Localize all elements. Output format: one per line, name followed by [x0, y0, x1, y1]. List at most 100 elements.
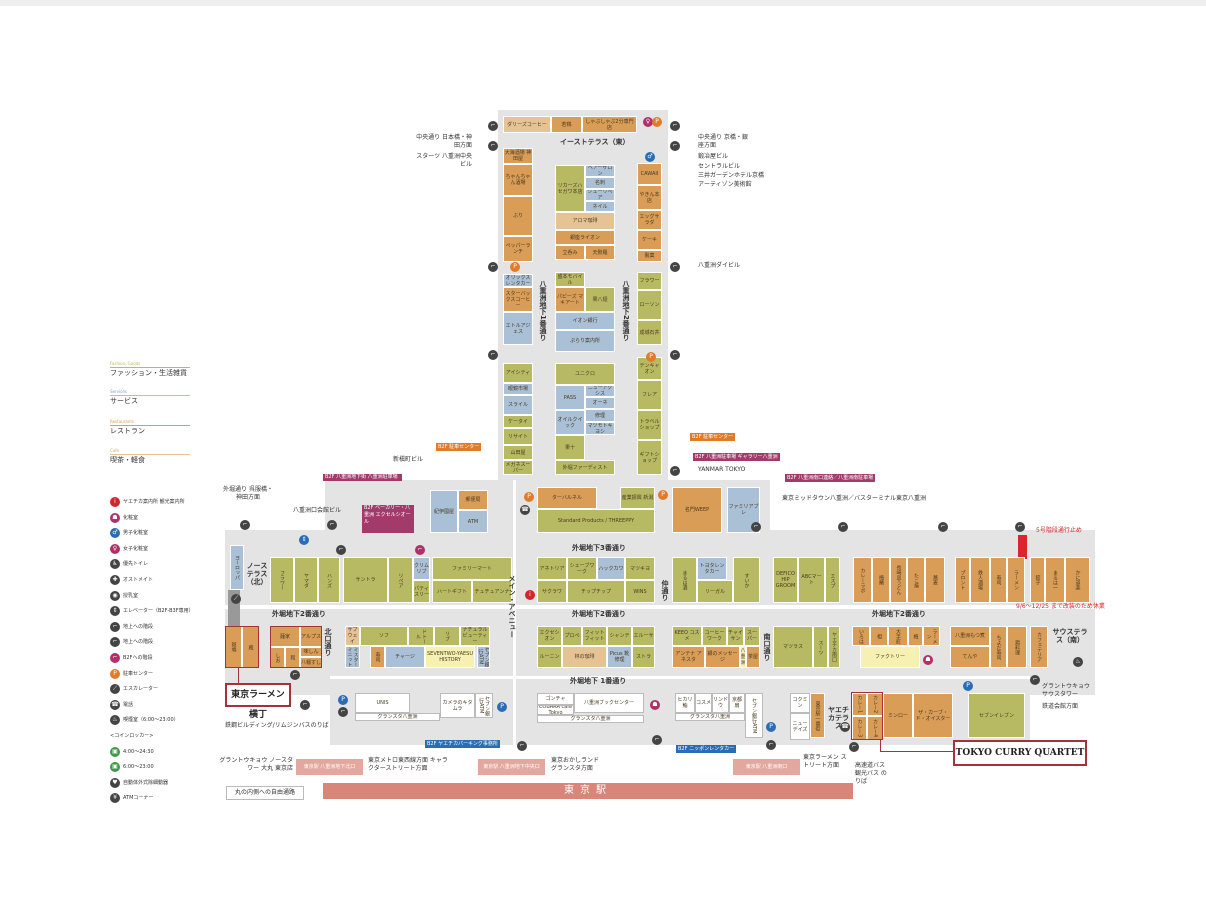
- shop-services[interactable]: Picus 靴修理: [607, 646, 632, 668]
- shop-services[interactable]: 名刺: [585, 177, 615, 189]
- shop-services[interactable]: 紀伊國屋: [430, 490, 458, 533]
- shop-services[interactable]: マツモトキヨシ: [585, 422, 615, 435]
- shop-cafe[interactable]: サブウェイ: [345, 626, 360, 646]
- shop-fashion[interactable]: マツキヨ: [625, 557, 655, 580]
- shop-fashion[interactable]: メガネスーパー: [503, 460, 533, 475]
- shop-restaurant[interactable]: 銀のメッセージ: [705, 646, 740, 668]
- shop-fashion[interactable]: フィットフィット: [582, 626, 607, 646]
- shop-restaurant[interactable]: 大海酒場 神田屋: [503, 148, 533, 164]
- shop-fashion[interactable]: 果八翅: [585, 287, 615, 312]
- shop-restaurant[interactable]: パピーズ マキアート: [555, 287, 585, 312]
- shop-restaurant[interactable]: ちよだ寿司: [990, 626, 1007, 668]
- shop-fashion[interactable]: リサイト: [503, 428, 533, 445]
- shop-restaurant[interactable]: かに道楽: [1065, 557, 1090, 603]
- shop-services[interactable]: オーネ: [585, 397, 615, 409]
- shop-restaurant[interactable]: ターバルネル: [537, 487, 597, 509]
- shop-restaurant[interactable]: 東京駅一番街: [810, 693, 825, 738]
- shop-fashion[interactable]: フレア: [637, 380, 662, 410]
- shop-fashion[interactable]: Standard Products / THREEPPY: [537, 509, 655, 533]
- shop-outline[interactable]: カメラのキタムラ: [440, 693, 475, 718]
- shop-restaurant[interactable]: 郵便局: [458, 490, 488, 510]
- shop-restaurant[interactable]: プロント: [955, 557, 970, 603]
- shop-fashion[interactable]: テンキャオン: [637, 357, 662, 380]
- shop-restaurant[interactable]: まるは一: [1045, 557, 1065, 603]
- shop-restaurant[interactable]: 八重洲もつ煮: [950, 626, 990, 646]
- shop-restaurant[interactable]: ケーキ: [637, 230, 662, 250]
- tokyo-curry-quartet-logo[interactable]: TOKYO CURRY QUARTET: [953, 740, 1087, 766]
- shop-fashion[interactable]: アイシティ: [503, 363, 533, 383]
- shop-services[interactable]: オリックスレンタカー: [503, 274, 533, 287]
- shop-services[interactable]: 修理: [585, 409, 615, 422]
- shop-fashion[interactable]: シャンテ: [607, 626, 632, 646]
- shop-restaurant[interactable]: ミンロー: [883, 693, 913, 738]
- shop-fashion[interactable]: ABCマート: [798, 557, 825, 603]
- shop-services[interactable]: シューリペア: [585, 189, 615, 201]
- shop-restaurant[interactable]: 大手町: [888, 626, 908, 646]
- shop-restaurant[interactable]: たこ焼: [907, 557, 925, 603]
- shop-fashion[interactable]: ナチュラルビューティー: [460, 626, 490, 646]
- shop-fashion[interactable]: 産業振興 新潟: [620, 487, 655, 509]
- shop-restaurant[interactable]: 製菓: [637, 250, 662, 262]
- shop-fashion[interactable]: 山田屋: [503, 445, 533, 460]
- parking-center-tag[interactable]: B2F 駐車センター: [690, 433, 736, 441]
- shop-fashion[interactable]: ファミリーマート: [432, 557, 512, 580]
- rentacar-tag[interactable]: B2F ニッポンレンタカー: [676, 745, 737, 753]
- shop-fashion[interactable]: アネトリア: [537, 557, 567, 580]
- shop-fashion[interactable]: リカーズハセガワ本店: [555, 165, 585, 212]
- shop-services[interactable]: ぷらり案内所: [555, 330, 615, 352]
- shop-fashion[interactable]: トラベルショップ: [637, 410, 662, 440]
- shop-restaurant[interactable]: いろは: [852, 626, 870, 646]
- shop-outline[interactable]: グランスタ八重洲: [355, 713, 440, 721]
- shop-fashion[interactable]: ルーニン: [537, 646, 562, 668]
- shop-restaurant[interactable]: エッグサラダ: [637, 210, 662, 230]
- shop-outline[interactable]: ニューデイズ: [790, 713, 810, 740]
- shop-fashion[interactable]: チュチュアンナ: [472, 580, 512, 603]
- shop-restaurant[interactable]: ザ・カーブ・ド・オイスター: [913, 693, 953, 738]
- shop-special[interactable]: SEVENTWO-YAESU HISTORY: [425, 646, 475, 668]
- shop-fashion[interactable]: チャイサン: [727, 626, 744, 646]
- shop-fashion[interactable]: 盛本モバイル: [555, 272, 585, 287]
- shop-fashion[interactable]: ケータイ: [503, 415, 533, 428]
- shop-fashion[interactable]: サントラ: [343, 557, 388, 603]
- exit-yaesu-south[interactable]: 東京駅 八重洲南口: [733, 759, 800, 775]
- shop-services[interactable]: ネイル: [585, 201, 615, 212]
- shop-restaurant[interactable]: しゃぶしゃぶ2分専門店: [582, 116, 637, 133]
- shop-restaurant[interactable]: 銀座ライオン: [555, 230, 615, 245]
- shop-fashion[interactable]: セブンイレブン: [968, 693, 1025, 738]
- shop-fashion[interactable]: 外堀ファーディスト: [555, 460, 615, 475]
- shop-restaurant[interactable]: 梅蘭: [872, 557, 890, 603]
- shop-restaurant[interactable]: ちゃんちゃん酒場: [503, 164, 533, 196]
- shop-fashion[interactable]: チップチップ: [567, 580, 625, 603]
- shop-services[interactable]: PASS: [555, 385, 585, 410]
- shop-fashion[interactable]: シェーブワーク: [567, 557, 597, 580]
- shop-fashion[interactable]: WINS: [625, 580, 655, 603]
- shop-outline[interactable]: 京都扇: [729, 693, 745, 713]
- shop-fashion[interactable]: すいか: [733, 557, 760, 603]
- parking-center-tag[interactable]: B2F 駐車センター: [436, 443, 482, 451]
- shop-restaurant[interactable]: 餃子: [1030, 557, 1045, 603]
- shop-fashion[interactable]: ソフ: [360, 626, 408, 646]
- shop-services[interactable]: ヨーロッパ: [230, 545, 244, 590]
- shop-fashion[interactable]: フラワー: [270, 557, 294, 603]
- shop-restaurant[interactable]: 寿司: [990, 557, 1007, 603]
- shop-fashion[interactable]: ストラ: [632, 646, 655, 668]
- shop-services[interactable]: クリムリブ: [413, 557, 430, 580]
- shop-services[interactable]: セブン銀行ATM: [477, 646, 490, 668]
- shop-fashion[interactable]: ハートギフト: [432, 580, 472, 603]
- shop-restaurant[interactable]: ペッパーランチ: [503, 236, 533, 262]
- shop-fashion[interactable]: KEEO コスメ: [672, 626, 702, 646]
- shop-fashion[interactable]: マツラス: [773, 626, 813, 668]
- shop-fashion[interactable]: コーヒーワーク: [702, 626, 727, 646]
- b2f-south-tag[interactable]: B2F 八重洲南口連絡／八重洲南駐車場: [785, 474, 876, 482]
- shop-outline[interactable]: セブン銀行ATM: [475, 693, 493, 718]
- shop-cafe[interactable]: 林の珈琲: [562, 646, 607, 668]
- shop-outline[interactable]: ゴンチャ: [537, 693, 574, 705]
- shop-restaurant[interactable]: ラーメン: [1007, 557, 1025, 603]
- shop-outline[interactable]: グランスタ八重洲: [537, 715, 644, 723]
- shop-fashion[interactable]: スーパー: [744, 626, 760, 646]
- shop-special[interactable]: 八重洲: [740, 646, 746, 668]
- shop-restaurant[interactable]: CAWAII: [637, 163, 662, 185]
- b2f-north-tag[interactable]: B2F 八重洲地下街 八重洲駐車場: [323, 474, 402, 481]
- shop-fashion[interactable]: ヤエチカ南口: [828, 626, 840, 668]
- shop-services[interactable]: ミスターミニット: [345, 646, 360, 668]
